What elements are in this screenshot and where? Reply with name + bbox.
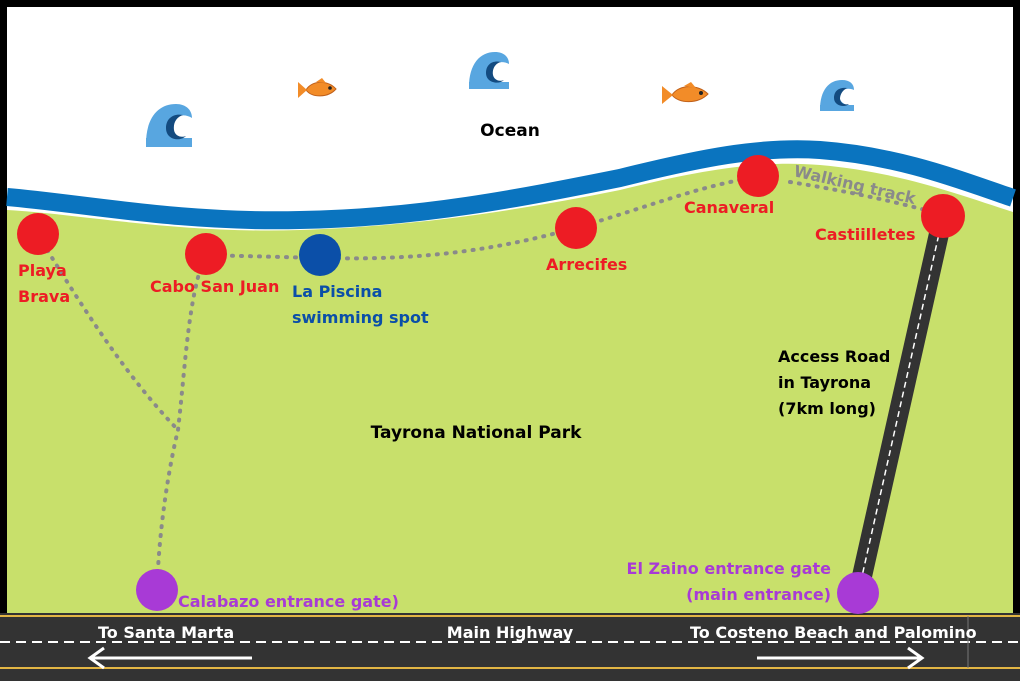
wave-icon — [820, 80, 854, 111]
wave-icon — [469, 52, 509, 89]
label-castiilletes: Castiilletes — [815, 225, 916, 244]
track-playa-brava-to-junction — [36, 233, 180, 432]
fish-icon — [662, 82, 709, 104]
access-road-label-line2: in Tayrona — [778, 373, 871, 392]
marker-castiilletes[interactable] — [921, 194, 965, 238]
ocean-label: Ocean — [480, 121, 540, 141]
marker-el-zaino-gate[interactable] — [837, 572, 879, 614]
label-canaveral: Canaveral — [684, 198, 774, 217]
label-cabo-san-juan: Cabo San Juan — [150, 277, 279, 296]
park-land — [7, 163, 1013, 613]
label-arrecifes: Arrecifes — [546, 255, 627, 274]
park-label: Tayrona National Park — [371, 423, 583, 443]
label-playa-brava-line2: Brava — [18, 287, 70, 306]
marker-cabo-san-juan[interactable] — [185, 233, 227, 275]
access-road-centerline — [857, 215, 944, 595]
highway-label-west: To Santa Marta — [98, 623, 234, 642]
track-calabazo-to-cabo — [155, 253, 207, 592]
fish-icon — [298, 78, 337, 98]
label-playa-brava-line1: Playa — [18, 261, 67, 280]
highway-label-east: To Costeno Beach and Palomino — [690, 623, 977, 642]
access-road-label-line3: (7km long) — [778, 399, 876, 418]
label-calabazo-gate: Calabazo entrance gate) — [178, 592, 399, 611]
label-la-piscina-line2: swimming spot — [292, 308, 429, 327]
access-road-label-line1: Access Road — [778, 347, 890, 366]
main-highway — [0, 613, 1020, 681]
coastline-water — [6, 140, 1016, 230]
track-arrecifes-to-canaveral — [573, 175, 760, 230]
label-la-piscina-line1: La Piscina — [292, 282, 382, 301]
marker-calabazo-gate[interactable] — [136, 569, 178, 611]
marker-la-piscina[interactable] — [299, 234, 341, 276]
wave-icon — [146, 104, 192, 147]
arrow-left-icon — [87, 646, 252, 670]
marker-playa-brava[interactable] — [17, 213, 59, 255]
label-el-zaino-gate-line2: (main entrance) — [686, 585, 831, 604]
marker-canaveral[interactable] — [737, 155, 779, 197]
highway-label-main: Main Highway — [447, 623, 574, 642]
marker-arrecifes[interactable] — [555, 207, 597, 249]
label-el-zaino-gate-line1: El Zaino entrance gate — [627, 559, 832, 578]
arrow-right-icon — [757, 646, 925, 670]
